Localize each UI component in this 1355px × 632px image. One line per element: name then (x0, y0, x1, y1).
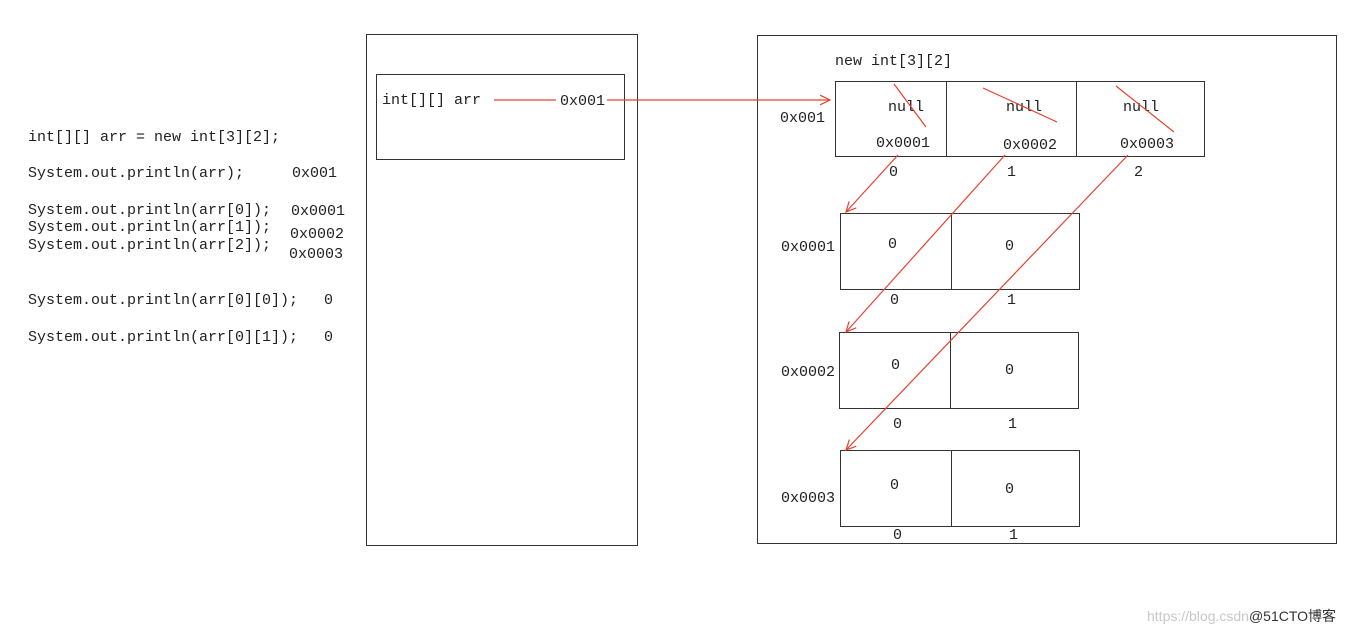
code-line: System.out.println(arr[2]); (28, 237, 272, 254)
inner-array-address: 0x0003 (781, 490, 836, 507)
code-output: 0x001 (292, 165, 338, 182)
inner-array-address: 0x0002 (781, 364, 836, 381)
inner-cell-index: 1 (1008, 416, 1018, 433)
inner-array (840, 450, 1080, 527)
inner-cell-index: 0 (893, 527, 903, 544)
inner-cell-value: 0 (888, 236, 898, 253)
ref-arrow-0x0003 (845, 154, 1129, 451)
code-line: System.out.println(arr[0][0]); (28, 292, 299, 309)
null-strike-mark (982, 87, 1058, 123)
inner-cell-index: 1 (1007, 292, 1017, 309)
ref-arrow-0x0003-head (845, 439, 857, 451)
code-output: 0 (324, 329, 334, 346)
null-strike-mark (893, 83, 927, 128)
cell-divider (946, 82, 947, 156)
stack-variable-address: 0x001 (558, 93, 608, 110)
outer-cell-value: 0x0003 (1120, 136, 1175, 153)
ref-arrow-0x0001 (845, 154, 899, 213)
cell-divider (951, 214, 952, 289)
ref-arrow-0x0002-head (845, 321, 857, 334)
outer-cell-value: 0x0001 (876, 135, 931, 152)
ref-arrow-0x0001-head (845, 201, 857, 214)
outer-cell-index: 2 (1134, 164, 1144, 181)
outer-cell-old-value: null (1123, 99, 1160, 116)
stack-panel (366, 34, 638, 546)
code-output: 0 (324, 292, 334, 309)
code-declaration: int[][] arr = new int[3][2]; (28, 129, 281, 146)
inner-cell-value: 0 (891, 357, 901, 374)
outer-cell-value: 0x0002 (1003, 137, 1058, 154)
cell-divider (950, 333, 951, 408)
stack-variable-box (376, 74, 625, 160)
cell-divider (1076, 82, 1077, 156)
code-line: System.out.println(arr[1]); (28, 219, 272, 236)
inner-cell-index: 1 (1009, 527, 1019, 544)
outer-cell-index: 0 (889, 164, 899, 181)
outer-cell-index: 1 (1007, 164, 1017, 181)
stack-variable-name: int[][] arr (382, 92, 482, 109)
outer-array-address: 0x001 (780, 110, 826, 127)
code-output: 0x0001 (291, 203, 346, 220)
code-output: 0x0003 (289, 246, 344, 263)
inner-cell-value: 0 (1005, 238, 1015, 255)
stack-to-heap-arrow-head (819, 94, 832, 106)
inner-cell-value: 0 (1005, 362, 1015, 379)
inner-cell-index: 0 (893, 416, 903, 433)
code-line: System.out.println(arr[0][1]); (28, 329, 299, 346)
code-line: System.out.println(arr); (28, 165, 245, 182)
heap-panel (757, 35, 1337, 544)
inner-cell-value: 0 (1005, 481, 1015, 498)
code-line: System.out.println(arr[0]); (28, 202, 272, 219)
watermark: https://blog.csdn@51CTO博客 (1147, 606, 1336, 626)
inner-cell-value: 0 (890, 477, 900, 494)
outer-array (835, 81, 1205, 157)
cell-divider (951, 451, 952, 526)
heap-title: new int[3][2] (835, 53, 953, 70)
code-output: 0x0002 (290, 226, 345, 243)
inner-cell-index: 0 (890, 292, 900, 309)
ref-arrow-0x0002 (845, 154, 1006, 333)
watermark-brand: @51CTO博客 (1248, 608, 1337, 624)
null-strike-mark (1115, 85, 1175, 133)
inner-array-address: 0x0001 (781, 239, 836, 256)
inner-array (840, 213, 1080, 290)
watermark-url: https://blog.csdn (1147, 608, 1249, 624)
